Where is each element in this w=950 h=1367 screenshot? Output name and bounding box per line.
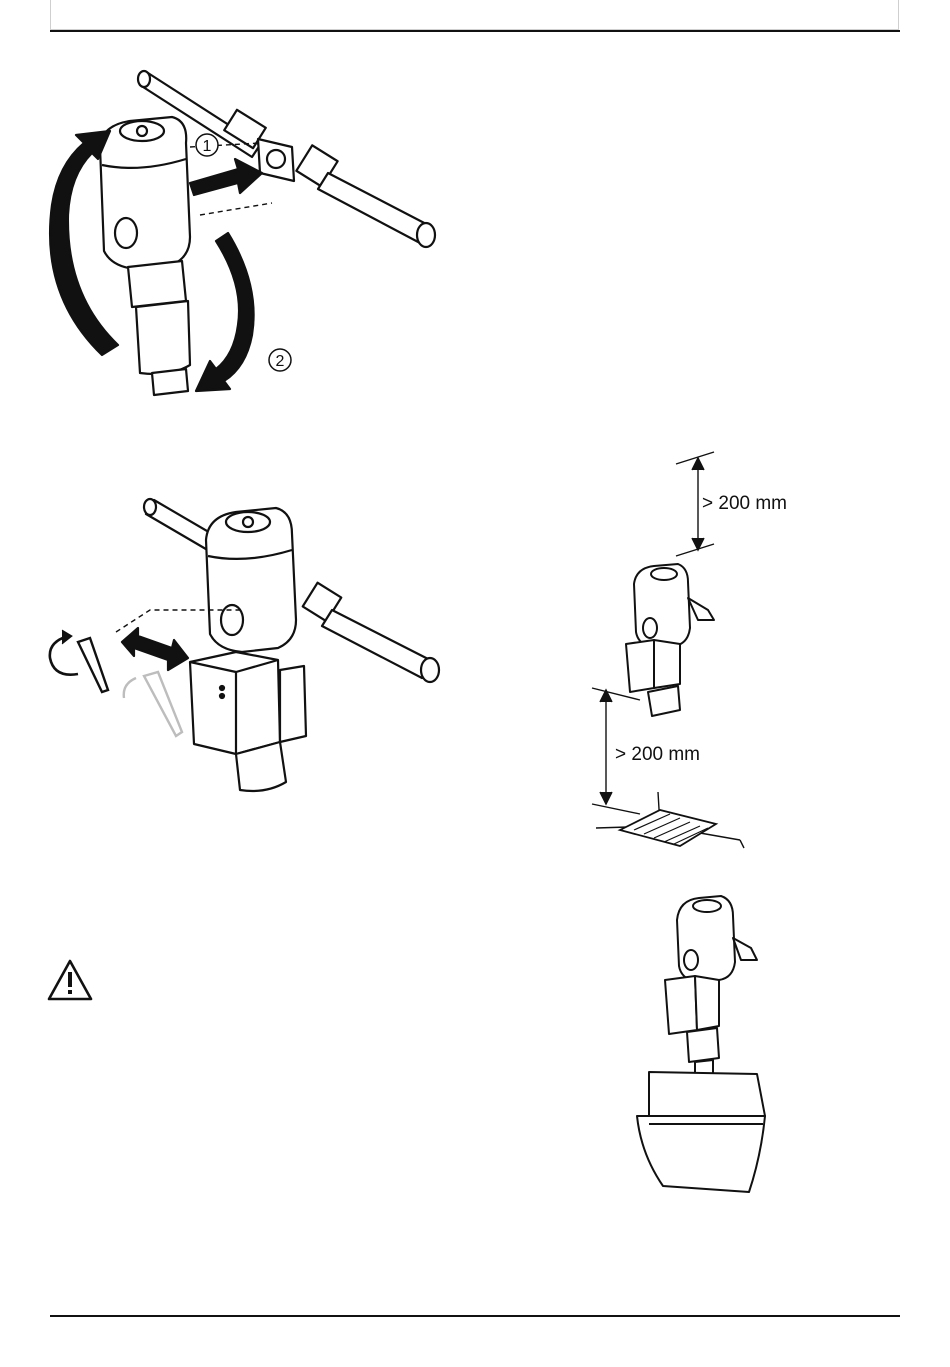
figure-mounting-rotation-drawing: 1 2: [40, 55, 450, 405]
header-rule: [50, 30, 900, 32]
rotate-arrow-icon: [50, 630, 78, 675]
clearance-bottom-label: > 200 mm: [615, 745, 700, 764]
step-1-label: 1: [203, 138, 212, 155]
figure-bucket-drawing: [625, 890, 775, 1200]
hex-key-icon: [78, 638, 108, 692]
figure-control-unit-hex-key: [40, 492, 450, 802]
footer-rule: [50, 1315, 900, 1317]
page-header: [50, 0, 899, 30]
hex-key-ghost-icon: [124, 672, 182, 736]
clearance-top-label: > 200 mm: [702, 494, 787, 513]
warning-triangle-icon: [46, 958, 94, 1007]
step-2-label: 2: [276, 353, 285, 370]
figure-mounting-rotation: 1 2: [40, 55, 450, 405]
figure-control-unit-drawing: [40, 492, 450, 802]
figure-bucket-flush: [625, 890, 775, 1200]
